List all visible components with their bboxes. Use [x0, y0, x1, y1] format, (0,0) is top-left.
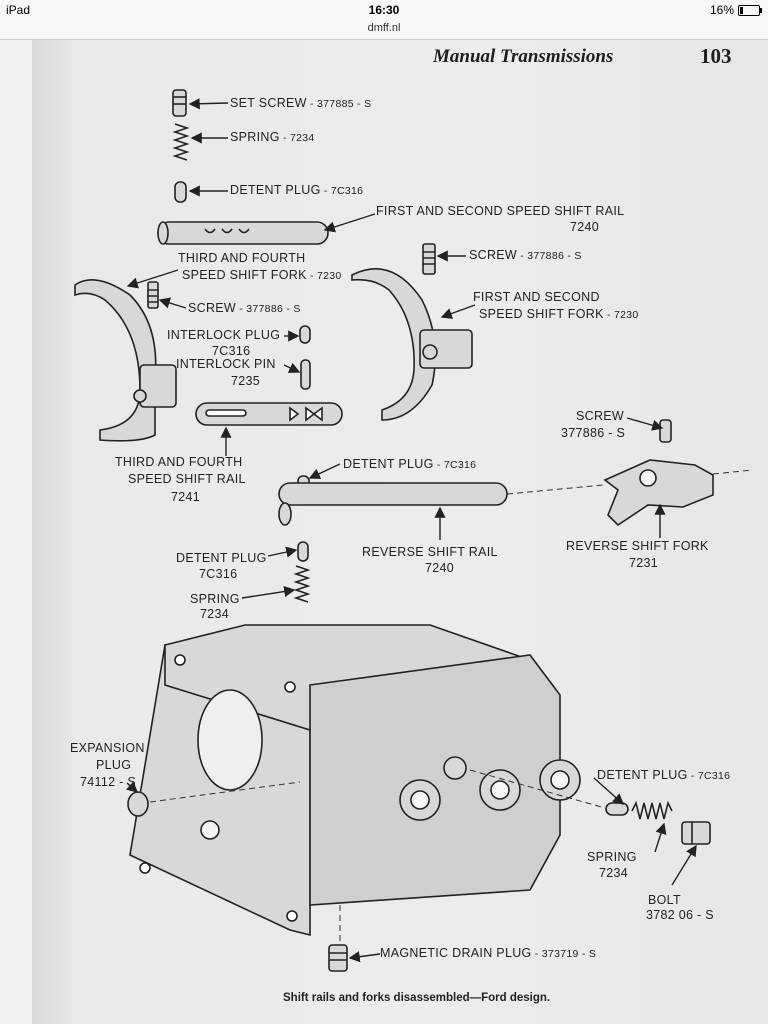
label-detent-plug-top: DETENT PLUG - 7C316: [230, 183, 363, 197]
label-screw-small: SCREW: [576, 409, 625, 423]
label-first-second-rail-num: 7240: [570, 220, 600, 234]
third-fourth-rail-part: [195, 402, 343, 426]
first-second-rail-part: [157, 221, 329, 245]
detent-plug-part-right: [605, 802, 629, 816]
label-third-fourth-rail-line2: SPEED SHIFT RAIL: [128, 472, 246, 486]
label-set-screw: SET SCREW - 377885 - S: [230, 96, 371, 110]
drain-plug-part: [328, 944, 348, 972]
label-text: SPEED SHIFT FORK: [479, 307, 604, 321]
label-text: SET SCREW: [230, 96, 307, 110]
label-spring-top: SPRING - 7234: [230, 130, 315, 144]
first-second-fork-part: [351, 268, 473, 421]
label-number: - 7234: [279, 132, 315, 144]
label-text: SCREW: [469, 248, 518, 262]
label-third-fourth-fork: SPEED SHIFT FORK - 7230: [182, 268, 342, 282]
label-screw-small-num: 377886 - S: [561, 426, 626, 440]
label-spring-right: SPRING: [587, 850, 637, 864]
label-interlock-plug: INTERLOCK PLUG: [167, 328, 281, 342]
label-spring-left: SPRING: [190, 592, 240, 606]
label-text: DETENT PLUG: [343, 457, 434, 471]
label-bolt-num: 3782 06 - S: [646, 908, 714, 922]
bolt-part: [681, 821, 711, 845]
label-expansion-plug-line1: EXPANSION: [70, 741, 145, 755]
label-number: - 7230: [603, 309, 639, 321]
label-text: SPEED SHIFT FORK: [182, 268, 307, 282]
page-number: 103: [700, 44, 732, 68]
label-third-fourth-rail-line1: THIRD AND FOURTH: [115, 455, 243, 469]
battery-fill: [740, 6, 743, 14]
label-number: - 377886 - S: [517, 250, 582, 262]
label-interlock-plug-num: 7C316: [212, 344, 251, 358]
transmission-housing-part: [129, 624, 581, 937]
figure-caption: Shift rails and forks disassembled—Ford …: [283, 992, 551, 1004]
label-spring-right-num: 7234: [599, 866, 629, 880]
label-first-second-fork: SPEED SHIFT FORK - 7230: [479, 307, 639, 321]
detent-plug-part-top: [174, 181, 187, 203]
label-expansion-plug-line2: PLUG: [96, 758, 132, 772]
third-fourth-fork-part: [74, 279, 177, 442]
label-spring-left-num: 7234: [200, 607, 230, 621]
screw-part-small: [659, 419, 672, 443]
label-detent-plug-left-num: 7C316: [199, 567, 238, 581]
interlock-pin-part: [300, 359, 311, 390]
status-bar: iPad 16:30 16%: [0, 0, 768, 20]
device-label: iPad: [6, 3, 31, 17]
label-interlock-pin-num: 7235: [231, 374, 261, 388]
label-number: - 7230: [306, 270, 342, 282]
label-detent-plug-mid: DETENT PLUG - 7C316: [343, 457, 476, 471]
label-number: - 373719 - S: [531, 948, 597, 960]
label-reverse-rail: REVERSE SHIFT RAIL: [362, 545, 498, 559]
label-detent-plug-left: DETENT PLUG: [176, 551, 267, 565]
clock: 16:30: [368, 3, 400, 17]
screw-part-right: [422, 243, 436, 275]
label-screw-right: SCREW - 377886 - S: [469, 248, 582, 262]
battery-indicator: 16%: [709, 3, 762, 17]
label-text: SCREW: [188, 301, 237, 315]
label-interlock-pin: INTERLOCK PIN: [176, 357, 276, 371]
battery-percent: 16%: [709, 3, 734, 17]
detent-plug-part-left: [297, 541, 309, 562]
label-third-fourth-rail-num: 7241: [171, 490, 201, 504]
left-margin: [0, 40, 32, 1024]
label-bolt: BOLT: [648, 893, 681, 907]
label-reverse-rail-num: 7240: [425, 561, 455, 575]
label-first-second-fork-line1: FIRST AND SECOND: [473, 290, 600, 304]
label-text: DETENT PLUG: [597, 768, 688, 782]
label-text: FIRST AND SECOND SPEED SHIFT RAIL: [376, 204, 625, 218]
label-expansion-plug-num: 74112 - S: [80, 775, 136, 789]
label-reverse-fork-num: 7231: [629, 556, 659, 570]
expansion-plug-part: [127, 791, 149, 817]
label-number: - 377885 - S: [306, 98, 372, 110]
label-number: - 377886 - S: [236, 303, 301, 315]
address-bar[interactable]: dmff.nl: [0, 20, 768, 40]
label-text: MAGNETIC DRAIN PLUG: [380, 946, 532, 960]
spring-part-right: [631, 800, 673, 820]
interlock-plug-part: [299, 325, 311, 344]
url-text: dmff.nl: [367, 22, 401, 34]
reverse-fork-part: [603, 459, 714, 527]
label-text: SPRING: [230, 130, 280, 144]
label-drain-plug: MAGNETIC DRAIN PLUG - 373719 - S: [380, 946, 596, 960]
label-number: - 7C316: [320, 185, 364, 197]
label-detent-plug-right: DETENT PLUG - 7C316: [597, 768, 730, 782]
spring-part-left: [293, 565, 311, 603]
set-screw-part: [172, 89, 187, 117]
spring-part-top: [172, 123, 190, 161]
page-header-title: Manual Transmissions: [433, 46, 614, 67]
screw-part-left: [147, 281, 159, 309]
label-first-second-rail: FIRST AND SECOND SPEED SHIFT RAIL: [376, 204, 624, 218]
label-third-fourth-fork-line1: THIRD AND FOURTH: [178, 251, 306, 265]
label-number: - 7C316: [433, 459, 477, 471]
reverse-rail-part: [278, 482, 508, 526]
battery-icon: [738, 4, 762, 16]
label-text: DETENT PLUG: [230, 183, 321, 197]
label-reverse-fork: REVERSE SHIFT FORK: [566, 539, 709, 553]
label-screw-left: SCREW - 377886 - S: [188, 301, 301, 315]
label-number: - 7C316: [687, 770, 731, 782]
